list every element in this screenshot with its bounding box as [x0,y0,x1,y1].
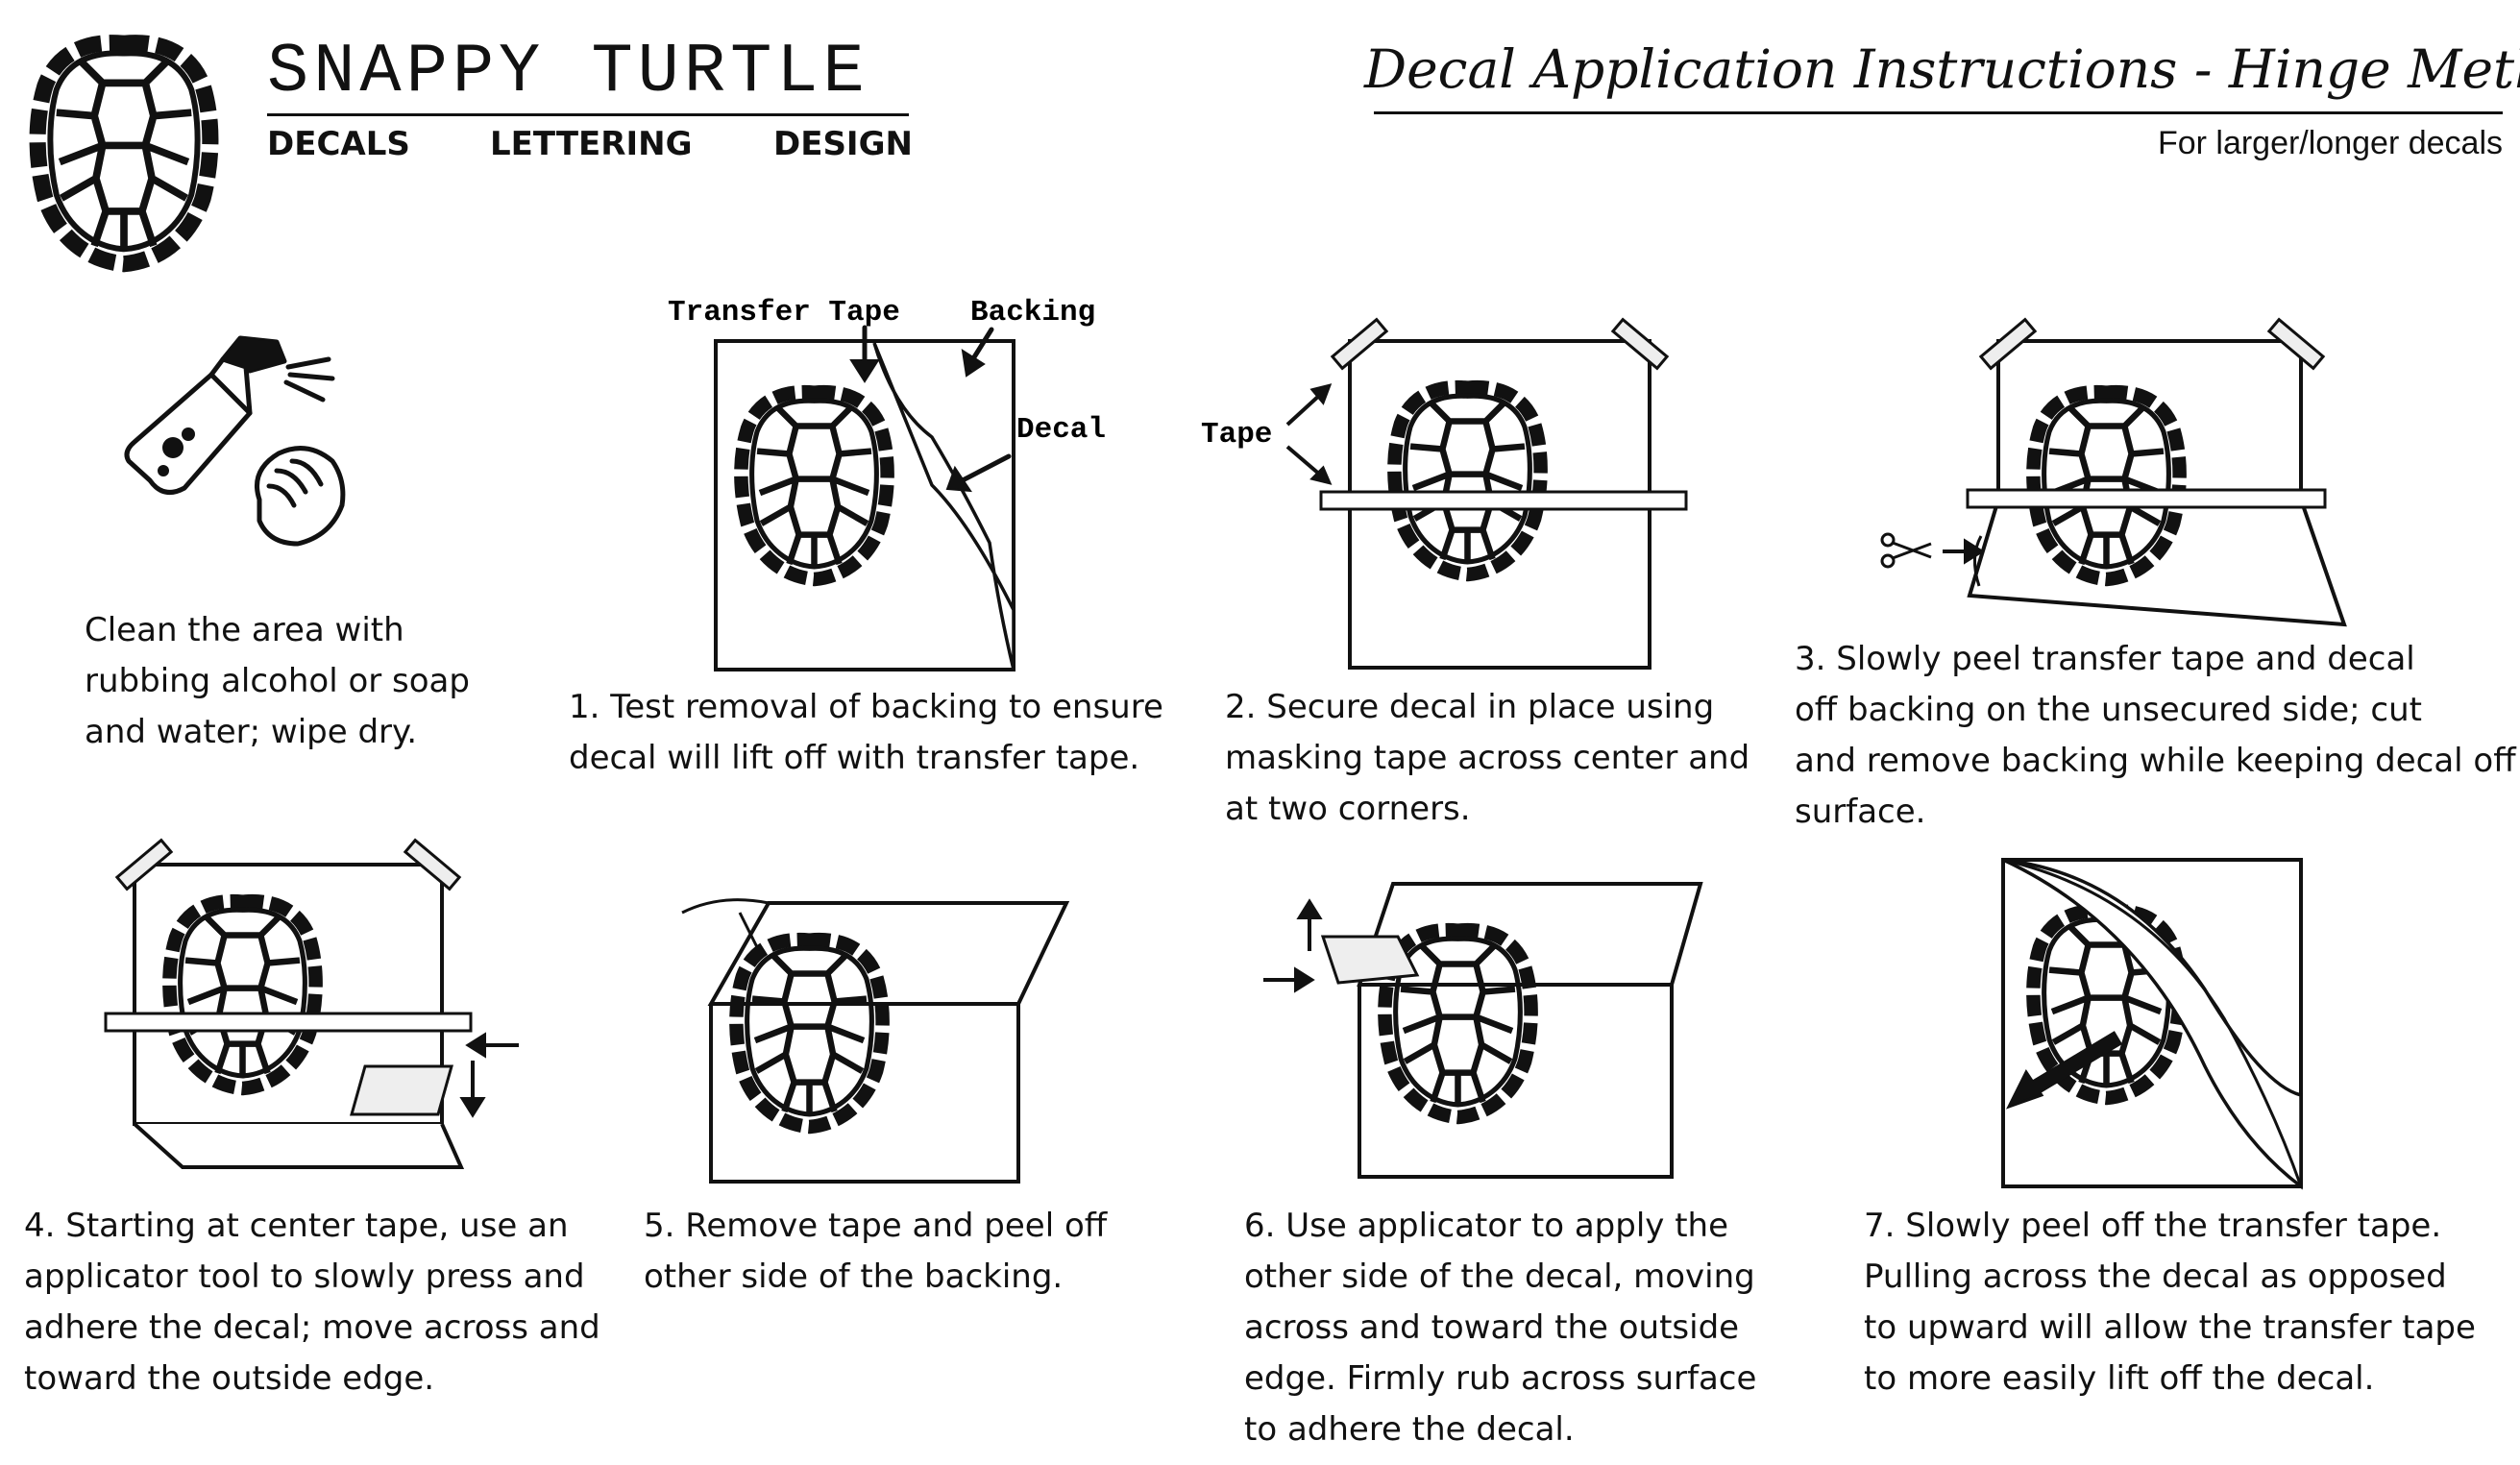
caption-line: 3. Slowly peel transfer tape and decal [1795,640,2415,678]
brand-underline [267,113,909,116]
caption-line: toward the outside edge. [24,1359,435,1398]
brand-name: SNAPPY TURTLE [267,33,869,111]
caption-line: other side of the backing. [644,1257,1064,1296]
caption-line: and water; wipe dry. [85,713,418,751]
caption-line: to upward will allow the transfer tape [1864,1308,2476,1347]
turtle-shell-logo-icon [17,34,231,274]
caption-line: surface. [1795,793,1926,831]
caption-line: across and toward the outside [1244,1308,1740,1347]
caption-line: off backing on the unsecured side; cut [1795,691,2422,729]
caption-line: to more easily lift off the decal. [1864,1359,2375,1398]
step-4-caption: 4. Starting at center tape, use an appli… [24,1201,600,1404]
step-1-caption: 1. Test removal of backing to ensure dec… [569,682,1163,784]
label-tape: Tape [1201,418,1272,452]
label-backing: Backing [970,296,1095,330]
caption-line: 5. Remove tape and peel off [644,1207,1108,1245]
step-2-illustration: Tape [1201,317,1688,670]
caption-line: Pulling across the decal as opposed [1864,1257,2447,1296]
label-transfer-tape: Transfer Tape [668,296,900,330]
caption-line: and remove backing while keeping decal o… [1795,742,2516,780]
caption-line: edge. Firmly rub across surface [1244,1359,1757,1398]
step-3-illustration [1880,317,2347,627]
caption-line: 4. Starting at center tape, use an [24,1207,569,1245]
caption-line: other side of the decal, moving [1244,1257,1755,1296]
caption-line: 7. Slowly peel off the transfer tape. [1864,1207,2442,1245]
title-underline [1374,111,2503,114]
step-7-illustration [2001,858,2303,1190]
brand-tag-design: DESIGN [773,125,913,163]
caption-line: 2. Secure decal in place using [1225,688,1715,726]
caption-line: masking tape across center and [1225,739,1750,777]
caption-line: 1. Test removal of backing to ensure [569,688,1163,726]
brand-tag-lettering: LETTERING [490,125,693,163]
caption-line: adhere the decal; move across and [24,1308,600,1347]
brand-tag-decals: DECALS [267,125,410,163]
step-2-caption: 2. Secure decal in place using masking t… [1225,682,1749,835]
step-5-caption: 5. Remove tape and peel off other side o… [644,1201,1107,1303]
caption-line: to adhere the decal. [1244,1410,1575,1449]
caption-line: applicator tool to slowly press and [24,1257,585,1296]
step-0-caption: Clean the area with rubbing alcohol or s… [85,605,470,758]
caption-line: decal will lift off with transfer tape. [569,739,1140,777]
step-6-illustration [1263,882,1703,1179]
caption-line: 6. Use applicator to apply the [1244,1207,1729,1245]
step-6-caption: 6. Use applicator to apply the other sid… [1244,1201,1756,1455]
label-decal: Decal [1016,413,1106,447]
step-5-illustration [681,898,1070,1184]
document-title: Decal Application Instructions - Hinge M… [1364,38,2520,100]
scissors-icon [1880,532,1932,569]
caption-line: Clean the area with [85,611,404,649]
caption-line: rubbing alcohol or soap [85,662,470,700]
spray-bottle-and-cloth-icon [124,335,346,547]
step-4-illustration [104,838,519,1169]
step-1-illustration: Transfer Tape Backing Decal [668,296,1106,671]
step-7-caption: 7. Slowly peel off the transfer tape. Pu… [1864,1201,2476,1404]
document-subtitle: For larger/longer decals [2157,125,2503,161]
step-3-caption: 3. Slowly peel transfer tape and decal o… [1795,634,2516,838]
caption-line: at two corners. [1225,790,1471,828]
